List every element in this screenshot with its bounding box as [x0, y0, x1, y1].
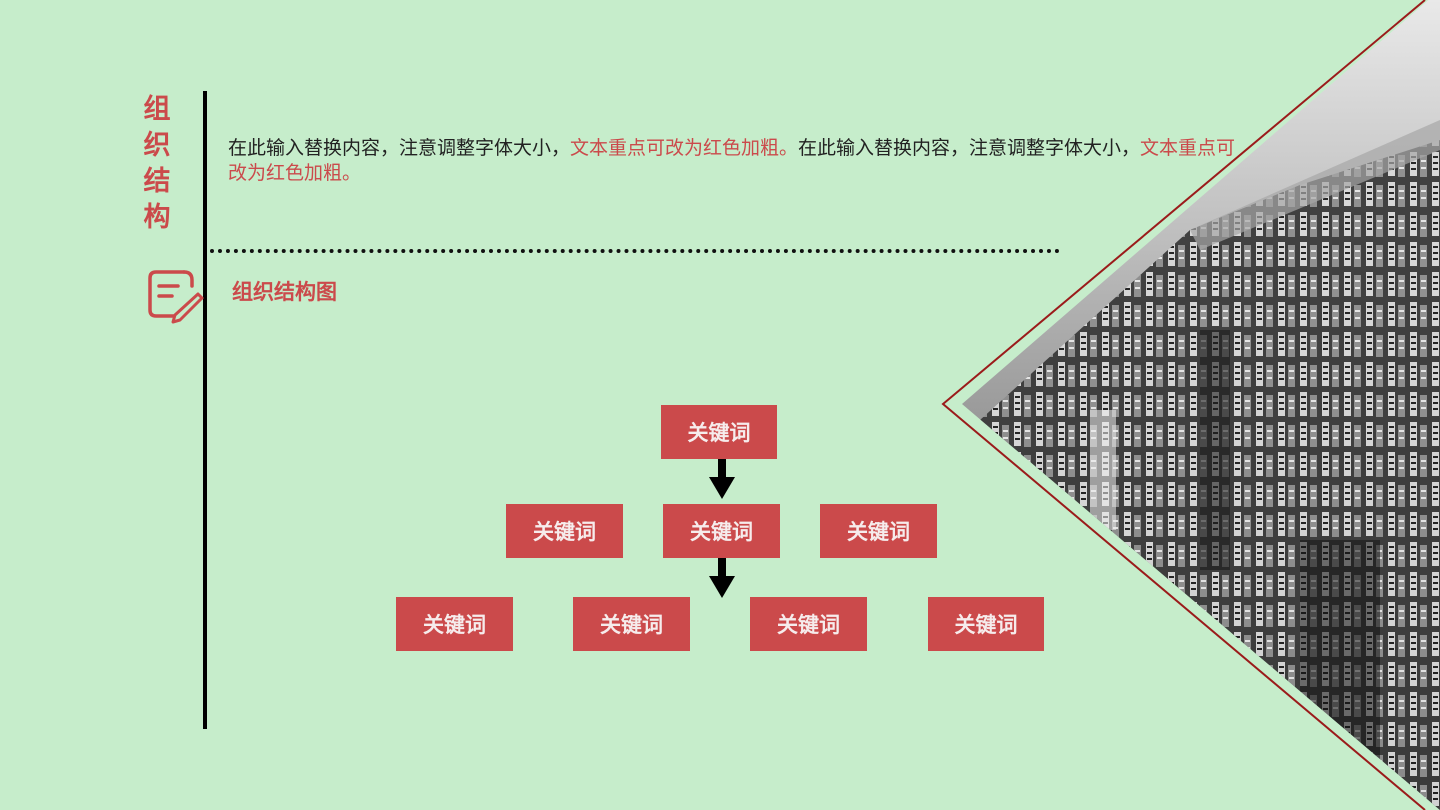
section-title-char: 构 [143, 202, 171, 233]
document-edit-icon [148, 270, 204, 324]
intro-text-normal: 在此输入替换内容，注意调整字体大小， [228, 137, 571, 159]
org-node-level3: 关键词 [750, 597, 867, 651]
org-node-root: 关键词 [661, 405, 777, 459]
org-node-level3: 关键词 [928, 597, 1044, 651]
org-node-level2: 关键词 [820, 504, 937, 558]
section-title-vertical: 组 织 结 构 [140, 92, 174, 236]
vertical-divider [203, 91, 207, 729]
org-node-level2: 关键词 [506, 504, 623, 558]
org-node-level3: 关键词 [396, 597, 513, 651]
arrow-down-icon [709, 558, 735, 598]
intro-text-highlight: 文本重点可改为红色加粗。 [570, 137, 799, 159]
subtitle: 组织结构图 [232, 280, 337, 304]
section-title-char: 织 [143, 130, 171, 161]
section-title-char: 组 [143, 94, 171, 125]
intro-text-highlight: 文本重点可改为红色加粗。 [228, 137, 1236, 184]
org-node-level2: 关键词 [663, 504, 780, 558]
section-title-char: 结 [143, 166, 171, 197]
intro-text-normal: 在此输入替换内容，注意调整字体大小， [798, 137, 1141, 159]
intro-text: 在此输入替换内容，注意调整字体大小，文本重点可改为红色加粗。在此输入替换内容，注… [228, 136, 1238, 186]
org-node-level3: 关键词 [573, 597, 690, 651]
arrow-down-icon [709, 459, 735, 499]
dotted-divider [210, 249, 1060, 253]
